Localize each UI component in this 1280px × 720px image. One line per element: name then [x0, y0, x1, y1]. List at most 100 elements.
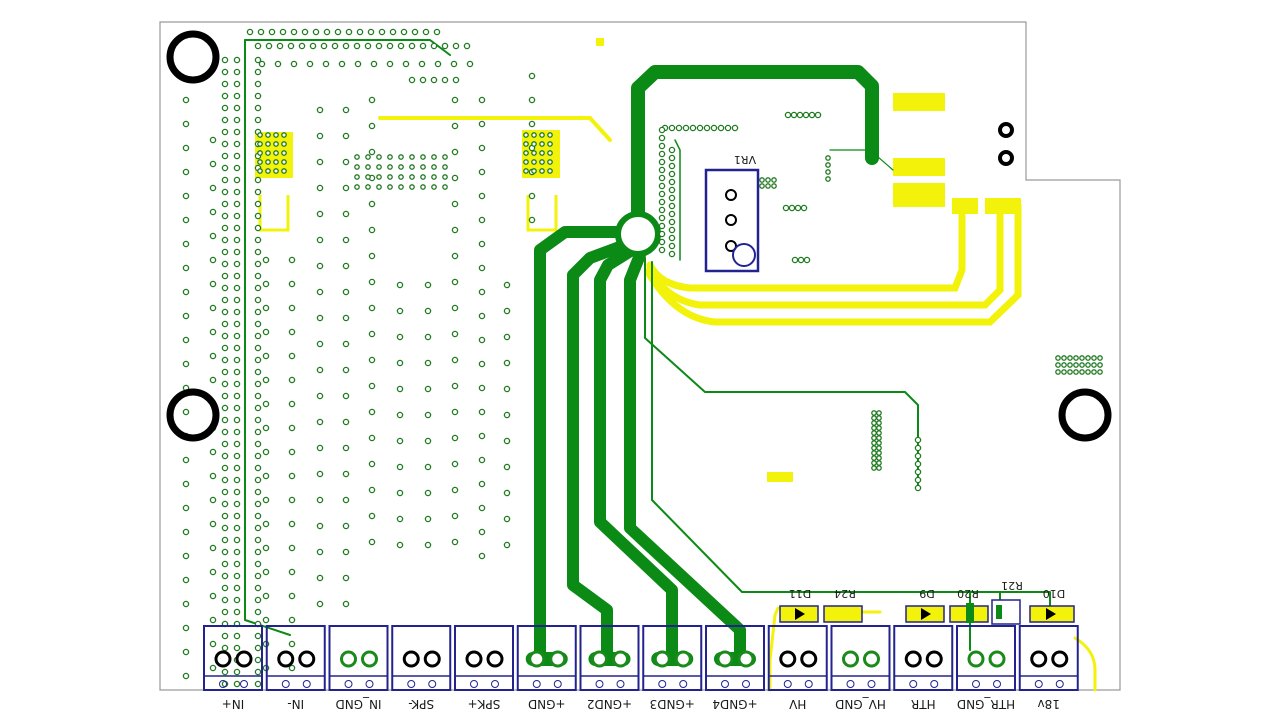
via [876, 430, 882, 436]
terminal-screw-mark [219, 680, 227, 688]
via [254, 320, 262, 328]
via [182, 576, 190, 584]
terminal-block: 18v [1018, 625, 1079, 711]
via [759, 177, 765, 183]
via [288, 328, 296, 336]
via [257, 28, 265, 36]
via [254, 188, 262, 196]
via [254, 440, 262, 448]
via [288, 640, 296, 648]
via [914, 476, 922, 484]
via [182, 144, 190, 152]
via [408, 42, 416, 50]
terminal-pad [612, 650, 629, 668]
via [262, 280, 270, 288]
via [420, 184, 426, 190]
via [209, 136, 217, 144]
via [316, 158, 324, 166]
via [257, 168, 263, 174]
via [424, 281, 432, 289]
via [262, 256, 270, 264]
via [431, 184, 437, 190]
via [365, 184, 371, 190]
via [531, 159, 537, 165]
terminal-label: +GND2 [587, 697, 632, 711]
via [478, 120, 486, 128]
via [221, 272, 229, 280]
via [342, 522, 350, 530]
via [463, 42, 471, 50]
via [424, 333, 432, 341]
via [389, 28, 397, 36]
via [233, 404, 241, 412]
via [668, 226, 676, 234]
via [262, 304, 270, 312]
via [209, 616, 217, 624]
via [221, 116, 229, 124]
terminal-pad [277, 650, 295, 668]
via [342, 288, 350, 296]
via [478, 96, 486, 104]
via [262, 328, 270, 336]
via [1079, 355, 1085, 361]
via [221, 68, 229, 76]
via [442, 164, 448, 170]
via [233, 248, 241, 256]
via [668, 194, 676, 202]
via [182, 504, 190, 512]
via [254, 500, 262, 508]
via [825, 155, 831, 161]
via [316, 522, 324, 530]
via [221, 536, 229, 544]
via [876, 440, 882, 446]
via [221, 476, 229, 484]
via [306, 60, 314, 68]
via [254, 356, 262, 364]
via [221, 80, 229, 88]
terminal-pad [925, 650, 943, 668]
via [451, 356, 459, 364]
via [503, 541, 511, 549]
via [397, 42, 405, 50]
via [182, 624, 190, 632]
terminal-label: IN_GND [335, 697, 381, 711]
via [871, 420, 877, 426]
terminal-screw-mark [930, 680, 939, 688]
via [233, 284, 241, 292]
via [221, 512, 229, 520]
via [254, 332, 262, 340]
via [316, 106, 324, 114]
via [182, 120, 190, 128]
via [547, 150, 553, 156]
via [658, 238, 666, 246]
via [771, 183, 777, 189]
via [221, 224, 229, 232]
via [871, 450, 877, 456]
via [451, 200, 459, 208]
terminal-outline [579, 625, 640, 691]
via [221, 356, 229, 364]
via [342, 314, 350, 322]
via [710, 124, 718, 132]
via [221, 284, 229, 292]
via [523, 159, 529, 165]
via-field [182, 28, 1103, 688]
via [808, 111, 816, 119]
r21-label: R21 [1001, 579, 1023, 592]
via [316, 132, 324, 140]
via [233, 500, 241, 508]
top-copper-layer [378, 116, 1097, 692]
mounting-holes [166, 30, 1112, 442]
via [265, 42, 273, 50]
via [871, 425, 877, 431]
via [281, 150, 287, 156]
via [503, 385, 511, 393]
via [331, 42, 339, 50]
via [724, 124, 732, 132]
via [316, 314, 324, 322]
via [233, 272, 241, 280]
via [523, 168, 529, 174]
via [375, 42, 383, 50]
via [288, 520, 296, 528]
via [221, 548, 229, 556]
